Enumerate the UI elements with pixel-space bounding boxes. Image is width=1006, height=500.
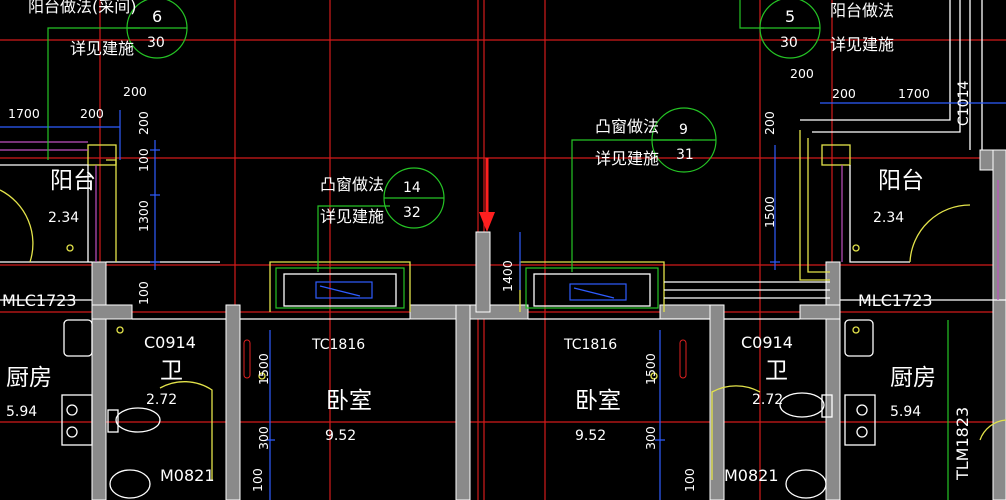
dim-300-bed-right: 300	[643, 426, 658, 450]
code-c-right: C0914	[741, 333, 793, 352]
note-bay-left-num-top: 14	[403, 180, 421, 196]
dim-100-left-a: 100	[136, 148, 151, 172]
dim-200-right-b: 200	[790, 66, 814, 81]
dim-200-left-b: 200	[123, 84, 147, 99]
dim-1400-center: 1400	[500, 260, 515, 292]
room-bed-right-area: 9.52	[575, 428, 606, 444]
room-kitchen-left-area: 5.94	[6, 404, 37, 420]
note-balcony-right-detail: 详见建施	[830, 35, 894, 54]
note-balcony-right-num-bot: 30	[780, 35, 798, 51]
wall-columns	[91, 149, 1006, 500]
dim-1700-left: 1700	[8, 106, 40, 121]
pipes	[0, 141, 999, 300]
dim-200-left-a: 200	[80, 106, 104, 121]
dim-1500-right: 1500	[762, 196, 777, 228]
code-c-left: C0914	[144, 333, 196, 352]
dim-200-right-v: 200	[762, 111, 777, 135]
code-m-left: M0821	[160, 466, 215, 485]
note-bay-right-title: 凸窗做法	[595, 117, 659, 136]
dim-300-bed-left: 300	[256, 426, 271, 450]
dim-100-left-b: 100	[136, 281, 151, 305]
note-labels: 阳台做法(采间) 详见建施 6 30 5 30 阳台做法 详见建施 凸窗做法 详…	[28, 0, 894, 226]
room-labels: 阳台 2.34 阳台 2.34 厨房 5.94 厨房 5.94 卫 2.72 卫…	[6, 168, 936, 444]
code-m-right: M0821	[724, 466, 779, 485]
room-balcony-left: 阳台	[50, 168, 96, 194]
note-balcony-left-num-bot: 30	[147, 35, 165, 51]
room-bath-right: 卫	[765, 358, 788, 384]
room-bed-right: 卧室	[575, 388, 621, 414]
room-bath-right-area: 2.72	[752, 392, 783, 408]
note-balcony-right-title: 阳台做法	[830, 1, 894, 20]
note-bay-left-detail: 详见建施	[320, 207, 384, 226]
note-bay-right-detail: 详见建施	[595, 149, 659, 168]
wall-outlines	[0, 0, 1006, 320]
dim-1700-right: 1700	[898, 86, 930, 101]
note-bay-left-num-bot: 32	[403, 205, 421, 221]
dim-1500-bed-left: 1500	[256, 353, 271, 385]
opening-codes: MLC1723 MLC1723 C0914 C0914 TC1816 TC181…	[2, 81, 972, 485]
dim-100-bed-left: 100	[250, 468, 265, 492]
fixtures	[61, 244, 949, 500]
note-balcony-right-num-top: 5	[785, 7, 795, 26]
dim-1500-bed-right: 1500	[643, 353, 658, 385]
note-balcony-left-num-top: 6	[152, 7, 162, 26]
code-c1014: C1014	[956, 81, 972, 126]
bay-window-frames	[275, 267, 659, 309]
dimension-texts: 1700 200 200 200 100 1300 100 200 200 17…	[8, 66, 930, 492]
code-tc-right: TC1816	[563, 337, 617, 353]
code-mlc-right: MLC1723	[858, 291, 933, 310]
room-bath-left-area: 2.72	[146, 392, 177, 408]
room-balcony-left-area: 2.34	[48, 210, 79, 226]
note-bay-left-title: 凸窗做法	[320, 175, 384, 194]
note-bay-right-num-bot: 31	[676, 147, 694, 163]
room-kitchen-right-area: 5.94	[890, 404, 921, 420]
code-tc-left: TC1816	[311, 337, 365, 353]
room-kitchen-left: 厨房	[6, 365, 52, 391]
code-tlm-right: TLM1823	[953, 407, 972, 481]
dim-200-right-a: 200	[832, 86, 856, 101]
note-balcony-left-title: 阳台做法(采间)	[28, 0, 137, 16]
note-balcony-left-detail: 详见建施	[70, 39, 134, 58]
room-balcony-right: 阳台	[878, 168, 924, 194]
room-bed-left: 卧室	[326, 388, 372, 414]
room-kitchen-right: 厨房	[890, 365, 936, 391]
room-balcony-right-area: 2.34	[873, 210, 904, 226]
code-mlc-left: MLC1723	[2, 291, 77, 310]
door-swings	[0, 189, 1006, 480]
leader-lines	[47, 0, 821, 272]
dim-100-bed-right: 100	[682, 468, 697, 492]
dimension-lines	[0, 102, 1006, 500]
dim-1300: 1300	[136, 200, 151, 232]
room-bath-left: 卫	[160, 358, 183, 384]
red-arrow-marker	[479, 158, 495, 232]
note-bay-right-num-top: 9	[679, 122, 688, 138]
room-bed-left-area: 9.52	[325, 428, 356, 444]
dim-200-left-v: 200	[136, 111, 151, 135]
